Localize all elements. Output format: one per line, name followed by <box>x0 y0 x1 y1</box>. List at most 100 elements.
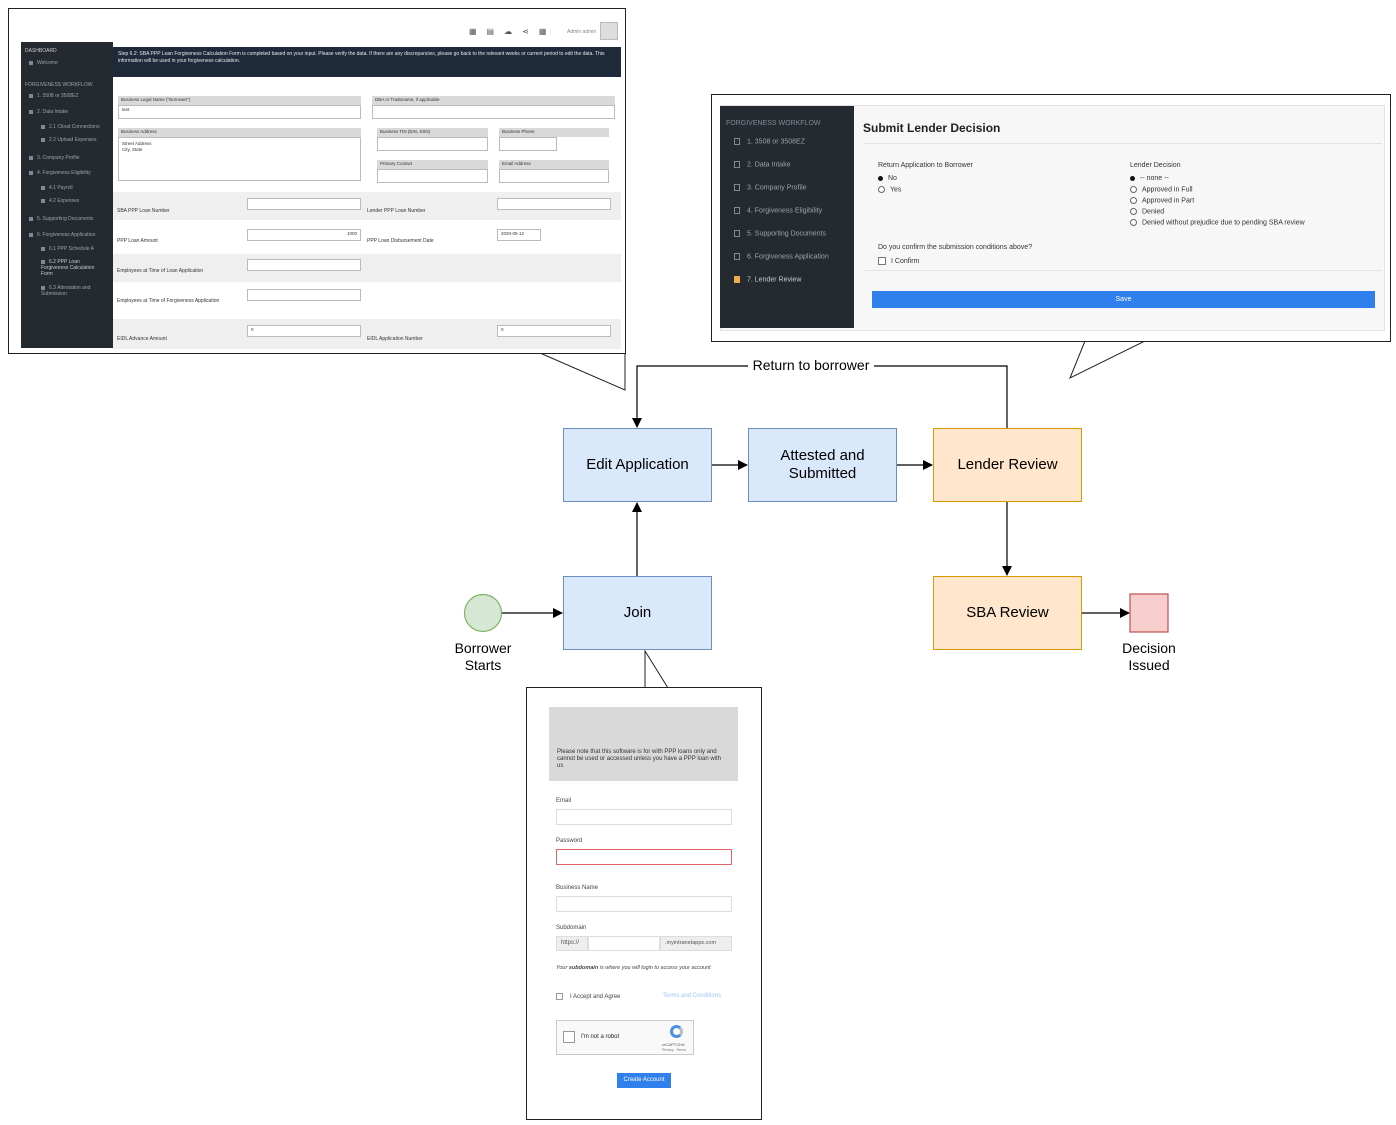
start-event-label: Borrower Starts <box>454 640 512 673</box>
return-option-yes[interactable]: Yes <box>878 186 901 193</box>
join-callout-tail <box>644 649 669 689</box>
tin-field[interactable] <box>377 137 488 151</box>
subdomain-prefix: https:// <box>556 936 588 951</box>
editor-callout-tail <box>539 352 626 391</box>
node-sba-review-text: SBA Review <box>966 604 1049 621</box>
subdomain-input[interactable] <box>588 936 660 951</box>
editor-sidebar-item[interactable]: 4. Forgiveness Eligibility <box>29 170 91 176</box>
editor-sidebar-item[interactable]: 2. Data Intake <box>29 109 68 115</box>
editor-sidebar-subitem[interactable]: 6.1 PPP Schedule A <box>41 246 94 252</box>
confirm-checkbox[interactable]: I Confirm <box>878 257 919 265</box>
phone-field[interactable] <box>499 137 557 151</box>
email-label: Email <box>556 798 572 804</box>
confirm-question: Do you confirm the submission conditions… <box>878 244 1033 251</box>
lender-loan-field[interactable] <box>497 198 611 210</box>
decision-option-denied-prejudice[interactable]: Denied without prejudice due to pending … <box>1130 219 1305 226</box>
editor-sidebar-subitem[interactable]: 2.1 Cloud Connections <box>41 124 100 130</box>
recaptcha-checkbox[interactable] <box>563 1031 575 1043</box>
lender-sidebar-item[interactable]: 4. Forgiveness Eligibility <box>734 207 822 214</box>
decision-label: Lender Decision <box>1130 162 1181 169</box>
end-event <box>1129 593 1169 633</box>
employees-forgiveness-label: Employees at Time of Forgiveness Applica… <box>117 298 220 304</box>
editor-sidebar-item[interactable]: 1. 3508 or 3508EZ <box>29 93 78 99</box>
password-label: Password <box>556 838 583 844</box>
return-option-no[interactable]: No <box>878 175 897 182</box>
editor-row-band <box>113 254 621 282</box>
editor-sidebar-heading: FORGIVENESS WORKFLOW <box>25 82 93 88</box>
lender-screenshot-callout: FORGIVENESS WORKFLOW 1. 3508 or 3508EZ 2… <box>711 94 1391 342</box>
eidl-number-field[interactable]: 0 <box>497 325 611 337</box>
legal-name-field[interactable]: test <box>118 105 361 119</box>
email-input[interactable] <box>556 809 732 825</box>
phone-label: Business Phone <box>499 128 609 137</box>
employees-loan-label: Employees at Time of Loan Application <box>117 268 204 274</box>
password-input[interactable] <box>556 849 732 865</box>
primary-contact-field[interactable] <box>377 169 488 183</box>
tin-label: Business TIN (EIN, SSN) <box>377 128 488 137</box>
editor-sidebar-dashboard: DASHBOARD <box>25 48 57 54</box>
editor-sidebar-subitem-active[interactable]: 6.2 PPP Loan Forgiveness Calculation For… <box>41 259 95 277</box>
address-label: Business Address <box>118 128 361 137</box>
sba-loan-field[interactable] <box>247 198 361 210</box>
join-notice: Please note that this software is for wi… <box>557 749 721 769</box>
return-to-borrower-label: Return to borrower <box>748 357 874 374</box>
editor-sidebar-subitem[interactable]: 4.2 Expenses <box>41 198 79 204</box>
employees-forgiveness-field[interactable] <box>247 289 361 301</box>
editor-sidebar-item[interactable]: 3. Company Profile <box>29 155 80 161</box>
editor-avatar[interactable] <box>600 22 618 40</box>
lender-sidebar-item[interactable]: 6. Forgiveness Application <box>734 253 829 260</box>
dba-field[interactable] <box>372 105 615 119</box>
business-name-label: Business Name <box>556 885 599 891</box>
editor-sidebar-subitem[interactable]: 4.1 Payroll <box>41 185 73 191</box>
eidl-amount-field[interactable]: 0 <box>247 325 361 337</box>
dba-label: DBA or Tradename, if applicable <box>372 96 615 105</box>
save-button[interactable]: Save <box>872 291 1375 308</box>
decision-option-part[interactable]: Approved in Part <box>1130 197 1194 204</box>
node-edit-application[interactable]: Edit Application <box>563 428 712 502</box>
decision-option-denied[interactable]: Denied <box>1130 208 1164 215</box>
start-event <box>463 593 503 633</box>
disbursement-label: PPP Loan Disbursement Date <box>367 238 434 244</box>
loan-amount-label: PPP Loan Amount <box>117 238 158 244</box>
business-name-input[interactable] <box>556 896 732 912</box>
lender-sidebar-item[interactable]: 3. Company Profile <box>734 184 807 191</box>
terms-link[interactable]: Terms and Conditions <box>663 993 722 999</box>
recaptcha-links[interactable]: Privacy - Terms <box>662 1048 687 1052</box>
lender-callout-tail <box>1069 340 1146 380</box>
disbursement-field[interactable]: 2020-05-12 <box>497 229 541 241</box>
editor-sidebar-item[interactable]: 6. Forgiveness Application <box>29 232 95 238</box>
editor-user-name: Admin admin <box>567 29 597 35</box>
lender-sidebar-item[interactable]: 5. Supporting Documents <box>734 230 826 237</box>
employees-loan-field[interactable] <box>247 259 361 271</box>
join-screenshot-callout: Please note that this software is for wi… <box>526 687 762 1120</box>
recaptcha-label: I'm not a robot <box>581 1034 620 1040</box>
node-lender-review[interactable]: Lender Review <box>933 428 1082 502</box>
node-join[interactable]: Join <box>563 576 712 650</box>
lender-loan-label: Lender PPP Loan Number <box>367 208 426 214</box>
node-join-text: Join <box>623 604 652 621</box>
lender-title: Submit Lender Decision <box>863 121 1001 135</box>
recaptcha-widget[interactable]: I'm not a robot reCAPTCHA Privacy - Term… <box>556 1020 694 1055</box>
decision-option-full[interactable]: Approved in Full <box>1130 186 1193 193</box>
address-line-1: Street Address <box>122 141 152 146</box>
loan-amount-field[interactable]: 1000 <box>247 229 361 241</box>
email-field[interactable] <box>499 169 609 183</box>
editor-sidebar-welcome[interactable]: Welcome <box>29 60 58 66</box>
lender-sidebar-item[interactable]: 2. Data Intake <box>734 161 791 168</box>
primary-contact-label: Primary Contact <box>377 160 488 169</box>
node-sba-review[interactable]: SBA Review <box>933 576 1082 650</box>
subdomain-label: Subdomain <box>556 925 587 931</box>
join-notice-panel <box>549 707 738 781</box>
lender-divider <box>863 270 1382 271</box>
lender-sidebar-item-active[interactable]: 7. Lender Review <box>734 276 801 283</box>
editor-sidebar-subitem[interactable]: 2.2 Upload Expenses <box>41 137 97 143</box>
accept-checkbox[interactable]: I Accept and Agree <box>556 993 620 1000</box>
editor-sidebar-subitem[interactable]: 6.3 Attestation and Submission <box>41 285 91 297</box>
editor-sidebar-item[interactable]: 5. Supporting Documents <box>29 216 93 222</box>
lender-sidebar-item[interactable]: 1. 3508 or 3508EZ <box>734 138 805 145</box>
lender-sidebar: FORGIVENESS WORKFLOW 1. 3508 or 3508EZ 2… <box>720 106 854 328</box>
node-attested-submitted[interactable]: Attested and Submitted <box>748 428 897 502</box>
create-account-button[interactable]: Create Account <box>617 1073 671 1088</box>
decision-option-none[interactable]: -- none -- <box>1130 175 1169 182</box>
